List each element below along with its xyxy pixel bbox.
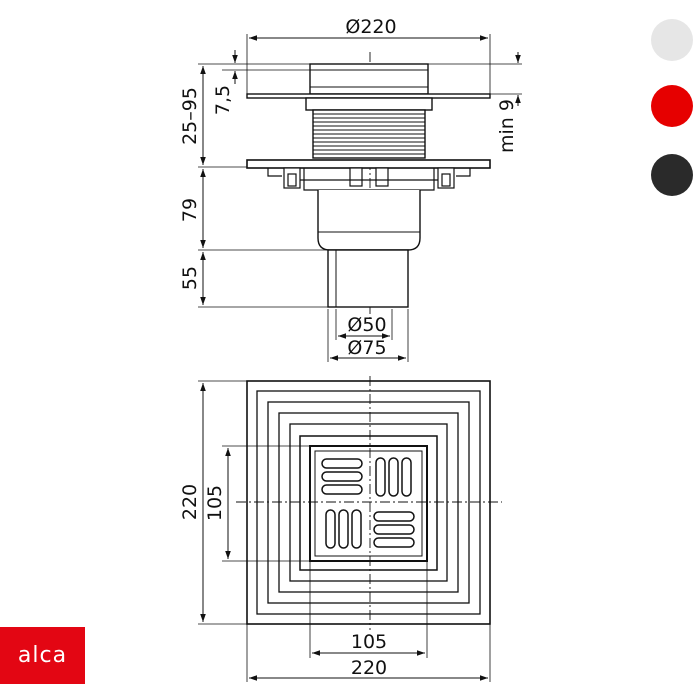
body-height-label: 79: [179, 198, 201, 222]
flange-clamps: [267, 167, 471, 191]
alca-logo: alca: [0, 627, 85, 684]
outlet-outer-diameter-label: Ø75: [347, 337, 386, 359]
swatch-red[interactable]: [651, 85, 693, 127]
lower-flange: [246, 159, 491, 169]
top-diameter-label: Ø220: [345, 16, 396, 38]
min-depth-label: min 9: [496, 99, 518, 153]
threads: [313, 113, 425, 155]
grate-height-label: 105: [204, 485, 226, 521]
outlet-pipe: [327, 249, 409, 308]
swatch-white[interactable]: [651, 19, 693, 61]
plate-step: [256, 390, 481, 615]
plate-step: [267, 401, 470, 604]
sleeve: [305, 97, 433, 111]
adjust-range-label: 25–95: [179, 87, 201, 145]
grate: [309, 445, 428, 562]
plate-height-label: 220: [179, 484, 201, 520]
outlet-height-label: 55: [179, 266, 201, 290]
side-view: [246, 52, 491, 322]
logo-text: alca: [17, 643, 68, 668]
plate-width-label: 220: [351, 657, 387, 679]
grate-width-label: 105: [351, 631, 387, 653]
plate-step: [289, 423, 448, 582]
plate-outline: [246, 380, 491, 625]
plate-step: [278, 412, 459, 593]
top-dimensions: [198, 380, 491, 682]
swatch-black[interactable]: [651, 154, 693, 196]
outlet-inner-diameter-label: Ø50: [347, 314, 386, 336]
drain-body: [317, 190, 421, 251]
top-center-lines: [236, 376, 502, 630]
grate-inner: [314, 450, 423, 557]
top-collar: [309, 63, 429, 95]
lip-label: 7,5: [212, 85, 234, 115]
grate-slots: [321, 457, 415, 549]
grate-frame: [299, 435, 438, 571]
side-dimensions: [198, 34, 522, 362]
top-view: [246, 380, 491, 625]
